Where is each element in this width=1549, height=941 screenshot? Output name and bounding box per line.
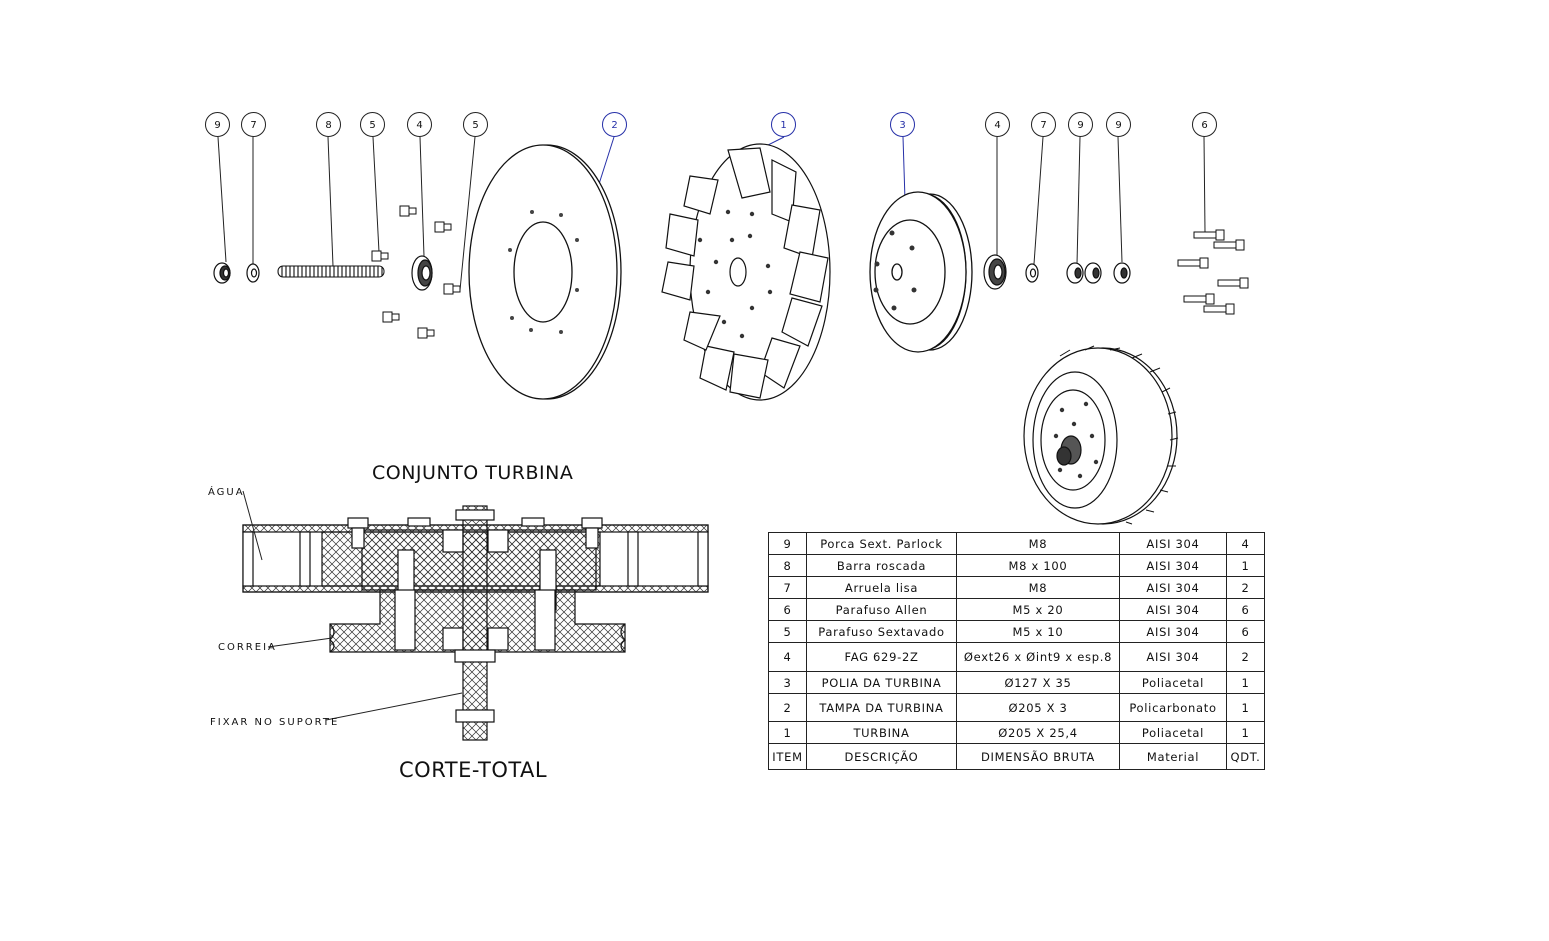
balloon-item-6: 6 — [1192, 112, 1217, 137]
bom-cell: AISI 304 — [1119, 642, 1227, 672]
bom-cell: M5 x 10 — [956, 620, 1120, 643]
bom-cell: 2 — [1226, 642, 1265, 672]
bom-cell: 9 — [768, 532, 807, 555]
balloon-item-9c: 9 — [1106, 112, 1131, 137]
bom-cell: DESCRIÇÃO — [806, 743, 957, 770]
bom-cell: Barra roscada — [806, 554, 957, 577]
balloon-item-5: 5 — [360, 112, 385, 137]
bom-cell: 3 — [768, 671, 807, 694]
bom-cell: M8 — [956, 576, 1120, 599]
hex-screws-5 — [371, 205, 461, 339]
bom-cell: Ø205 X 25,4 — [956, 721, 1120, 744]
bom-cell: 4 — [1226, 532, 1265, 555]
bom-cell: Parafuso Sextavado — [806, 620, 957, 643]
bom-cell: 1 — [1226, 693, 1265, 722]
section-view — [242, 505, 709, 741]
bom-cell: FAG 629-2Z — [806, 642, 957, 672]
balloon-item-1: 1 — [771, 112, 796, 137]
bom-cell: 1 — [768, 721, 807, 744]
allen-screws-6 — [1177, 229, 1249, 315]
bom-cell: 2 — [768, 693, 807, 722]
balloon-item-3: 3 — [890, 112, 915, 137]
hex-nuts-9-right — [1066, 262, 1131, 284]
fix-to-support-label: FIXAR NO SUPORTE — [210, 717, 340, 728]
bom-cell: 7 — [768, 576, 807, 599]
bom-cell: 5 — [768, 620, 807, 643]
balloon-item-7: 7 — [241, 112, 266, 137]
balloon-item-4b: 4 — [985, 112, 1010, 137]
balloon-item-4: 4 — [407, 112, 432, 137]
balloon-item-8: 8 — [316, 112, 341, 137]
bom-cell: M8 — [956, 532, 1120, 555]
bom-cell: Parafuso Allen — [806, 598, 957, 621]
bom-cell: ITEM — [768, 743, 807, 770]
bom-cell: 1 — [1226, 721, 1265, 744]
section-callout-leaders — [242, 490, 463, 721]
bom-cell: Poliacetal — [1119, 671, 1227, 694]
bom-cell: Policarbonato — [1119, 693, 1227, 722]
balloon-item-5b: 5 — [463, 112, 488, 137]
bearing-4-right — [983, 254, 1007, 290]
bom-cell: DIMENSÃO BRUTA — [956, 743, 1120, 770]
bom-cell: POLIA DA TURBINA — [806, 671, 957, 694]
bom-cell: 8 — [768, 554, 807, 577]
balloon-item-9b: 9 — [1068, 112, 1093, 137]
bom-cell: AISI 304 — [1119, 598, 1227, 621]
washer-7-right — [1025, 263, 1039, 283]
bom-cell: Ø205 X 3 — [956, 693, 1120, 722]
assembly-title: CONJUNTO TURBINA — [372, 462, 574, 484]
bom-cell: Arruela lisa — [806, 576, 957, 599]
bom-cell: 4 — [768, 642, 807, 672]
bom-cell: Material — [1119, 743, 1227, 770]
bom-cell: Ø127 X 35 — [956, 671, 1120, 694]
bom-cell: 1 — [1226, 671, 1265, 694]
bom-cell: 1 — [1226, 554, 1265, 577]
bom-cell: TAMPA DA TURBINA — [806, 693, 957, 722]
bom-cell: 6 — [768, 598, 807, 621]
balloon-leaders — [217, 136, 1206, 291]
bom-cell: 2 — [1226, 576, 1265, 599]
turbine-pulley-3 — [869, 191, 973, 353]
balloon-item-2: 2 — [602, 112, 627, 137]
bom-cell: M8 x 100 — [956, 554, 1120, 577]
bom-cell: QDT. — [1226, 743, 1265, 770]
turbine-cover-disk-2 — [468, 144, 622, 400]
balloon-item-9: 9 — [205, 112, 230, 137]
assembled-turbine — [1023, 345, 1179, 525]
bom-cell: Poliacetal — [1119, 721, 1227, 744]
bom-cell: M5 x 20 — [956, 598, 1120, 621]
bom-cell: AISI 304 — [1119, 620, 1227, 643]
bom-cell: 6 — [1226, 598, 1265, 621]
bom-cell: Porca Sext. Parlock — [806, 532, 957, 555]
hex-nut-9-left — [213, 262, 231, 284]
water-label: ÁGUA — [208, 487, 245, 498]
section-title: CORTE-TOTAL — [399, 758, 548, 782]
bom-cell: 6 — [1226, 620, 1265, 643]
belt-label: CORREIA — [218, 642, 277, 653]
bom-cell: Øext26 x Øint9 x esp.8 — [956, 642, 1120, 672]
balloon-item-7b: 7 — [1031, 112, 1056, 137]
bom-cell: TURBINA — [806, 721, 957, 744]
washer-7-left — [246, 263, 260, 283]
turbine-impeller-1 — [661, 143, 831, 401]
bom-cell: AISI 304 — [1119, 554, 1227, 577]
bom-cell: AISI 304 — [1119, 576, 1227, 599]
bearing-4-left — [411, 255, 433, 291]
bom-cell: AISI 304 — [1119, 532, 1227, 555]
threaded-rod-8 — [277, 265, 385, 278]
